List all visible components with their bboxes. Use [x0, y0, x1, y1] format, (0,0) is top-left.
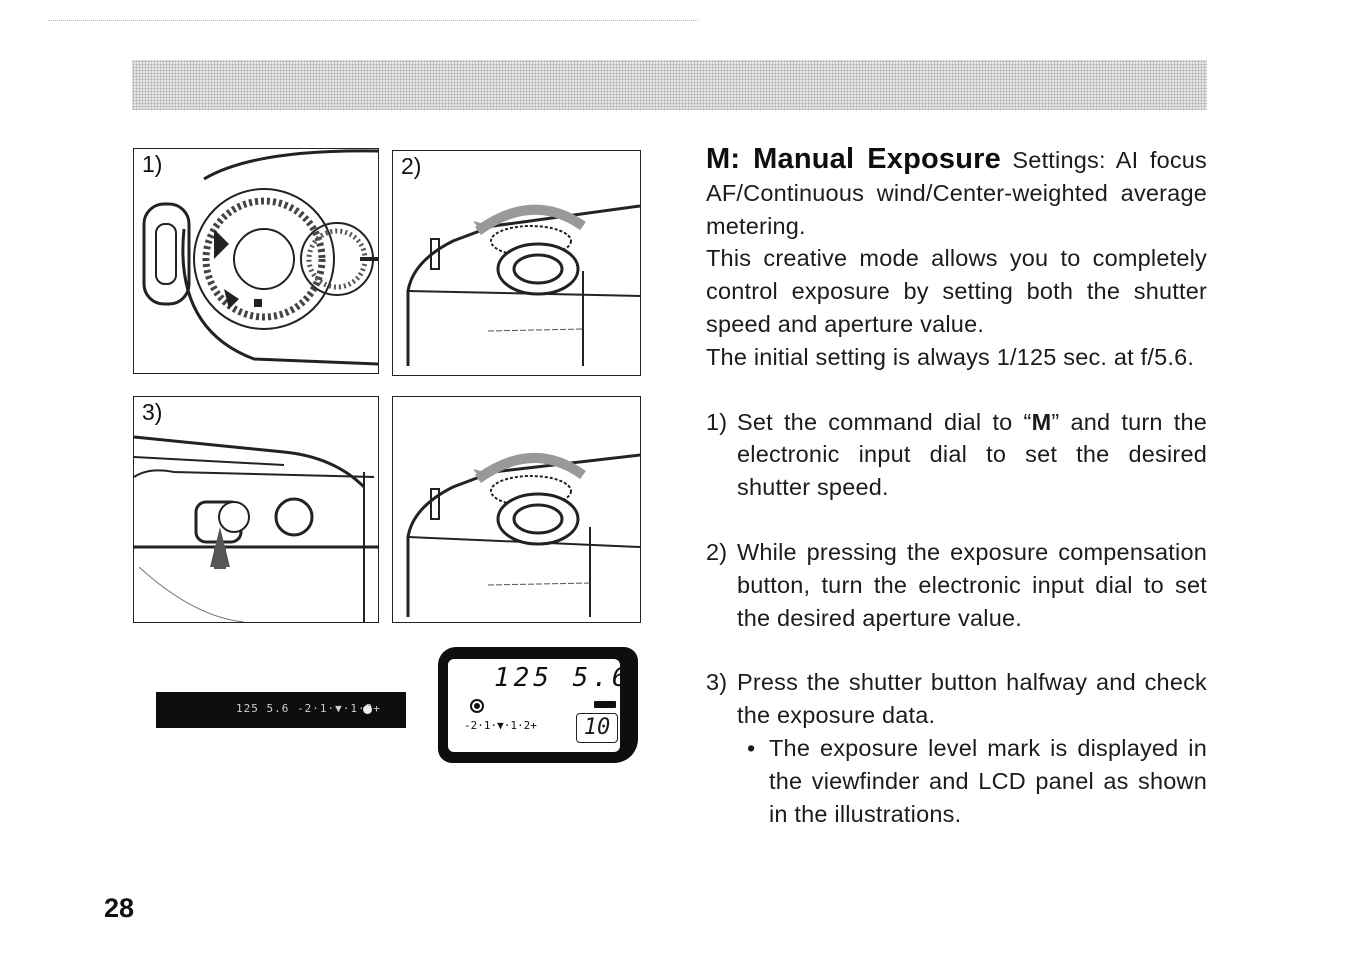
step-1-text-after: ” and turn the electronic input dial to …: [737, 408, 1207, 501]
intro-paragraph: M: Manual Exposure Settings: AI focus AF…: [706, 143, 1207, 242]
step-1: 1) Set the command dial to “M” and turn t…: [706, 406, 1207, 504]
step-2-text: While pressing the exposure compensation…: [737, 538, 1207, 631]
figure-panel-compensation-button: 3): [133, 396, 379, 623]
step-number: 2): [706, 538, 728, 565]
bullet-text: The exposure level mark is displayed in …: [769, 734, 1207, 827]
input-dial-aperture-illustration: [406, 453, 640, 617]
figure-panel-mode-dial: 1): [133, 148, 379, 374]
figure-panel-input-dial-aperture: [392, 396, 641, 623]
top-rule: [48, 20, 698, 21]
step-2: 2) While pressing the exposure compensati…: [706, 536, 1207, 634]
intro-line-2: The initial setting is always 1/125 sec.…: [706, 343, 1195, 370]
page-number: 28: [104, 893, 135, 923]
compensation-button-illustration: [134, 435, 378, 622]
step-1-text-before: Set the command dial to “: [737, 408, 1032, 435]
lcd-frame-counter: 10: [576, 713, 618, 743]
viewfinder-readout: 125 5.6 -2·1·▼·1·2+: [236, 702, 381, 715]
step-3: 3) Press the shutter button halfway and c…: [706, 666, 1207, 732]
settings-text: Settings: AI focus AF/Continuous wind/Ce…: [706, 147, 1208, 239]
lcd-exposure-scale: -2·1·▼·1·2+: [464, 719, 537, 732]
panel-number: 3): [140, 399, 165, 426]
step-number: 3): [706, 669, 728, 696]
header-band: [132, 60, 1207, 110]
figure-panel-input-dial: 2): [392, 150, 641, 376]
focus-confirm-dot-icon: [363, 705, 372, 714]
lcd-screen: 125 5.6 -2·1·▼·1·2+ 10: [448, 659, 628, 752]
step-number: 1): [706, 408, 728, 435]
panel-number: 1): [140, 151, 165, 178]
lcd-shutter-aperture: 125 5.6: [494, 663, 632, 693]
text-column: M: Manual Exposure Settings: AI focus AF…: [706, 143, 1207, 830]
mode-dial-illustration: [142, 149, 378, 366]
input-dial-illustration: [406, 204, 640, 366]
panel-number: 2): [399, 153, 424, 180]
lcd-panel-display: 125 5.6 -2·1·▼·1·2+ 10: [438, 647, 638, 763]
step-1-mode-letter: M: [1031, 408, 1052, 435]
metering-icon: [470, 699, 484, 713]
battery-icon: [594, 701, 616, 708]
section-title: M: Manual Exposure: [706, 143, 1001, 175]
bullet-mark: •: [747, 734, 756, 761]
step-3-text: Press the shutter button halfway and che…: [737, 669, 1207, 729]
step-3-bullet: • The exposure level mark is displayed in…: [737, 732, 1207, 830]
intro-line-1: This creative mode allows you to complet…: [706, 245, 1207, 337]
viewfinder-display: 125 5.6 -2·1·▼·1·2+: [156, 692, 406, 728]
